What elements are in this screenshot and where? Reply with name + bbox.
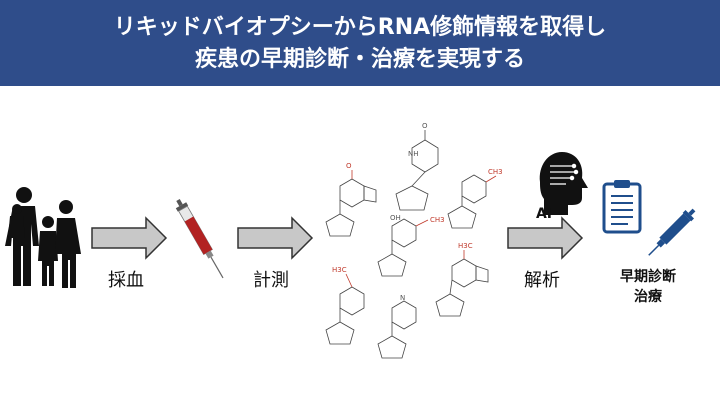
blood-syringe-icon [175, 199, 224, 279]
arrow-1 [91, 216, 168, 260]
svg-text:H3C: H3C [458, 242, 473, 250]
label-ai: AI [535, 206, 553, 222]
title-line-1: リキッドバイオプシーからRNA修飾情報を取得し [113, 15, 607, 40]
molecule-labels: NH O OH O CH3 CH3 H3C H3C N [332, 122, 503, 302]
ai-head-icon [539, 152, 588, 215]
label-blood-draw: 採血 [108, 270, 144, 291]
rna-modification-molecules [325, 130, 497, 359]
family-silhouette-icon [5, 187, 81, 288]
label-outcome-1: 早期診断 [620, 269, 676, 285]
label-outcome-2: 治療 [634, 289, 662, 305]
svg-text:CH3: CH3 [488, 168, 503, 176]
workflow-graphics: NH O OH O CH3 CH3 H3C H3C N [5, 122, 696, 359]
label-analysis: 解析 [524, 270, 560, 291]
title-banner: リキッドバイオプシーからRNA修飾情報を取得し 疾患の早期診断・治療を実現する [0, 0, 720, 86]
workflow-diagram: NH O OH O CH3 CH3 H3C H3C N [0, 86, 720, 405]
arrow-3 [507, 216, 584, 260]
svg-text:H3C: H3C [332, 266, 347, 274]
title-line-2: 疾患の早期診断・治療を実現する [194, 47, 525, 72]
svg-text:OH: OH [390, 214, 401, 222]
svg-text:O: O [422, 122, 428, 130]
svg-text:O: O [346, 162, 352, 170]
label-measure: 計測 [253, 270, 289, 291]
treatment-syringe-icon [648, 208, 696, 256]
arrow-2 [237, 216, 314, 260]
svg-text:NH: NH [408, 150, 419, 158]
svg-text:CH3: CH3 [430, 216, 445, 224]
svg-text:N: N [400, 294, 405, 302]
clipboard-icon [602, 180, 642, 234]
